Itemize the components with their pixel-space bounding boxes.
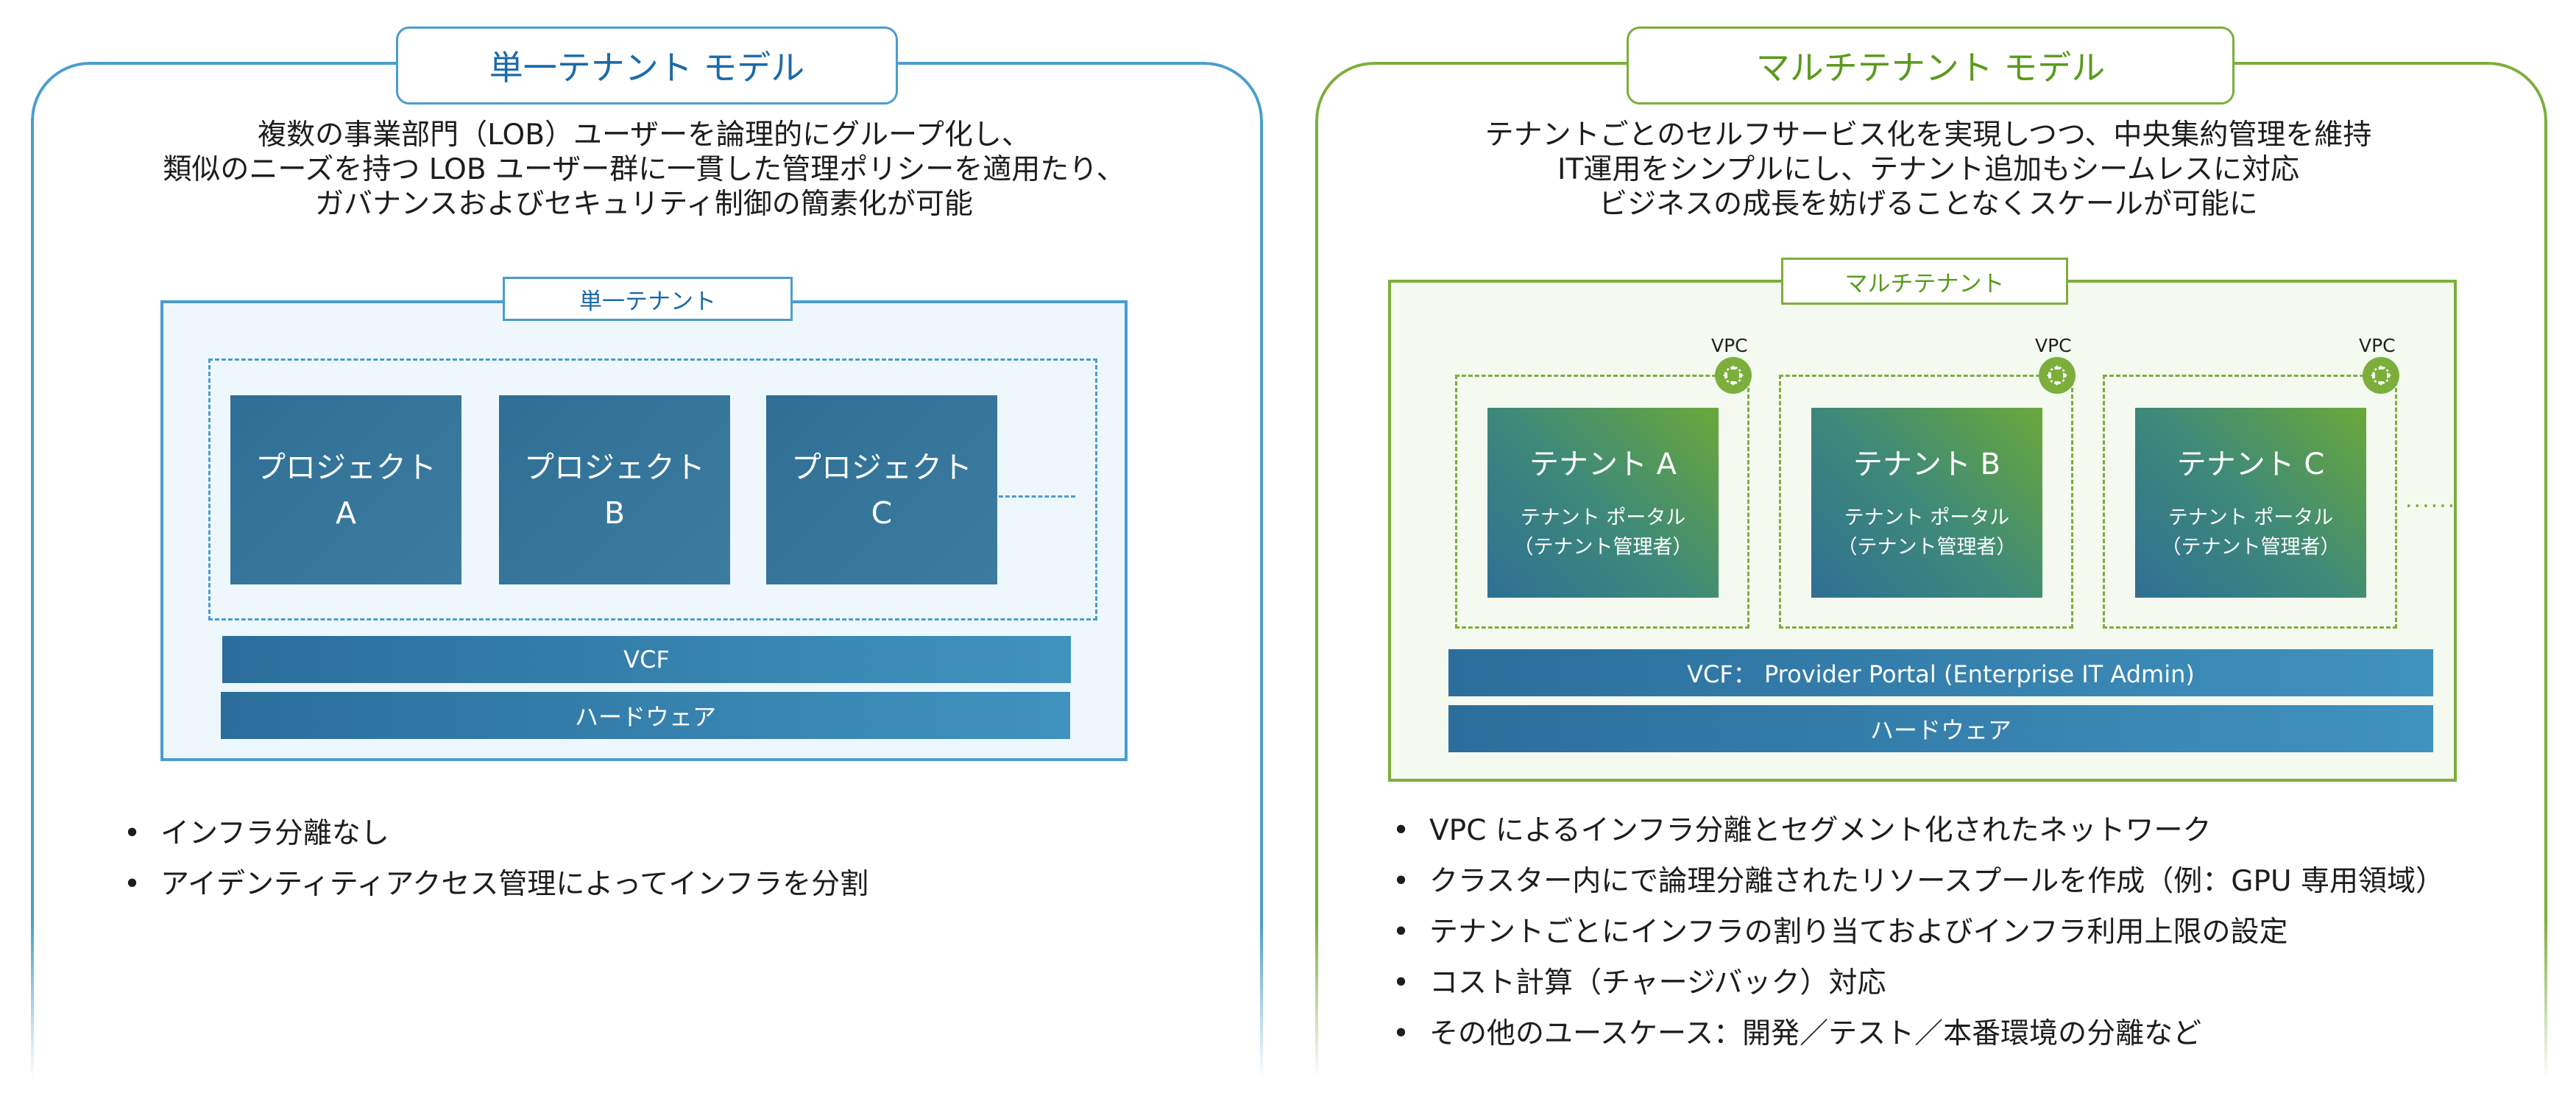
project-c: プロジェクト C [766, 395, 997, 584]
multi-tenant-description: テナントごとのセルフサービス化を実現しつつ、中央集約管理を維持 IT運用をシンプ… [1325, 118, 2532, 222]
tenant-admin-label: （テナント管理者） [2161, 536, 2340, 559]
bullet-item: アイデンティティアクセス管理によってインフラを分割 [119, 859, 868, 910]
tenant-admin-label: （テナント管理者） [1837, 536, 2017, 559]
bullet-item: VPC によるインフラ分離とセグメント化されたネットワーク [1388, 805, 2444, 856]
vpc-label: VPC [1711, 335, 1748, 356]
bullet-item: テナントごとにインフラの割り当ておよびインフラ利用上限の設定 [1388, 907, 2444, 958]
multi-tenant-box-label: マルチテナント [1781, 258, 2068, 305]
tenant-portal: テナント ポータル （テナント管理者） [1514, 503, 1693, 562]
tenant-portal: テナント ポータル （テナント管理者） [1838, 503, 2017, 562]
project-id: C [871, 495, 893, 531]
tenant-portal: テナント ポータル （テナント管理者） [2162, 503, 2340, 562]
project-id: A [335, 495, 357, 531]
more-tenants-indicator: ...... [2405, 487, 2457, 513]
multi-tenant-bullets: VPC によるインフラ分離とセグメント化されたネットワーク クラスター内にで論理… [1388, 805, 2444, 1059]
bullet-item: コスト計算（チャージバック）対応 [1388, 958, 2444, 1008]
project-label: プロジェクト [791, 449, 972, 485]
project-label: プロジェクト [255, 449, 436, 485]
tenant-portal-label: テナント ポータル [1844, 506, 2010, 529]
bullet-item: その他のユースケース：開発／テスト／本番環境の分離など [1388, 1008, 2444, 1059]
project-label: プロジェクト [524, 449, 705, 485]
vpc-c [2103, 375, 2397, 629]
tenant-b: テナント B テナント ポータル （テナント管理者） [1811, 408, 2042, 598]
hardware-layer: ハードウェア [1448, 705, 2433, 752]
single-tenant-title: 単一テナント モデル [396, 26, 898, 105]
single-tenant-description: 複数の事業部門（LOB）ユーザーを論理的にグループ化し、 類似のニーズを持つ L… [44, 118, 1244, 222]
vpc-a [1455, 375, 1749, 629]
project-a: プロジェクト A [230, 395, 461, 584]
hardware-layer: ハードウェア [221, 692, 1070, 739]
vcf-provider-portal-layer: VCF： Provider Portal (Enterprise IT Admi… [1448, 649, 2433, 696]
project-b: プロジェクト B [499, 395, 730, 584]
vpc-network-icon [2363, 357, 2399, 394]
tenant-admin-label: （テナント管理者） [1513, 536, 1693, 559]
vpc-label: VPC [2359, 335, 2396, 356]
vpc-label: VPC [2035, 335, 2072, 356]
tenant-name: テナント A [1529, 448, 1677, 481]
bullet-item: クラスター内にで論理分離されたリソースプールを作成（例：GPU 専用領域） [1388, 856, 2444, 907]
bullet-item: インフラ分離なし [119, 808, 868, 859]
project-id: B [604, 495, 626, 531]
tenant-name: テナント B [1853, 448, 2001, 481]
single-tenant-box-label: 単一テナント [503, 277, 793, 321]
description-line: ビジネスの成長を妨げることなくスケールが可能に [1599, 188, 2258, 221]
description-line: テナントごとのセルフサービス化を実現しつつ、中央集約管理を維持 [1485, 119, 2372, 152]
tenant-portal-label: テナント ポータル [1520, 506, 1686, 529]
project-group [208, 358, 1097, 621]
more-projects-indicator [999, 495, 1075, 498]
description-line: 類似のニーズを持つ LOB ユーザー群に一貫した管理ポリシーを適用たり、 [163, 153, 1125, 186]
vpc-b [1779, 375, 2073, 629]
vpc-network-icon [1715, 357, 1752, 394]
description-line: ガバナンスおよびセキュリティ制御の簡素化が可能 [315, 188, 973, 221]
multi-tenant-title: マルチテナント モデル [1627, 26, 2234, 105]
description-line: IT運用をシンプルにし、テナント追加もシームレスに対応 [1557, 153, 2299, 186]
tenant-a: テナント A テナント ポータル （テナント管理者） [1487, 408, 1719, 598]
description-line: 複数の事業部門（LOB）ユーザーを論理的にグループ化し、 [258, 119, 1030, 152]
vpc-network-icon [2039, 357, 2076, 394]
single-tenant-bullets: インフラ分離なし アイデンティティアクセス管理によってインフラを分割 [119, 808, 868, 910]
tenant-name: テナント C [2176, 448, 2325, 481]
tenant-portal-label: テナント ポータル [2168, 506, 2334, 529]
vcf-layer: VCF [222, 636, 1071, 683]
tenant-c: テナント C テナント ポータル （テナント管理者） [2135, 408, 2366, 598]
